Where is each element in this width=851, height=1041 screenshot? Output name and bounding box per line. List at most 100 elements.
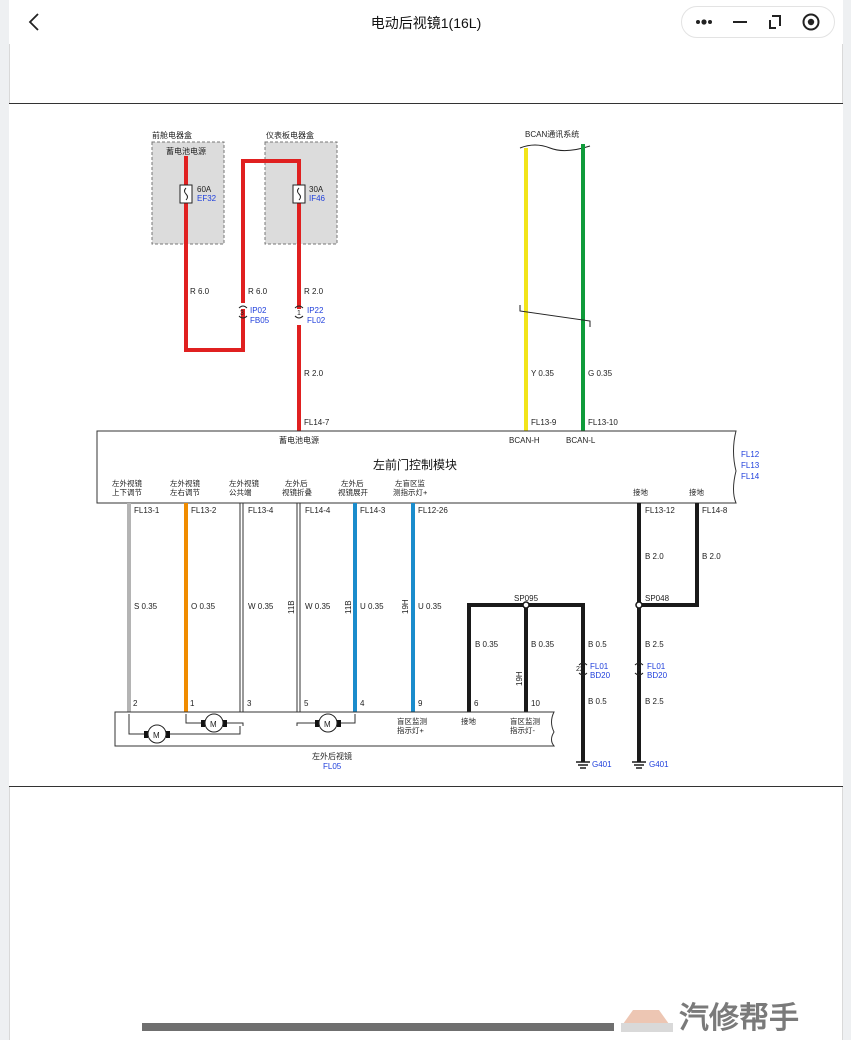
fuse-if46 <box>292 184 306 204</box>
restore-button[interactable] <box>758 7 794 37</box>
mirror-pin-5: 5 <box>304 699 309 708</box>
wiring-diagram: 前舱电器盒 蓄电池电源 仪表板电器盒 60A EF32 30A IF46 R 6… <box>96 129 760 771</box>
pin-fl13-9: FL13-9 <box>531 418 557 427</box>
mirror-in-bsd-minus-2: 指示灯- <box>510 725 535 735</box>
splice-sp048: SP048 <box>645 594 670 603</box>
motor-updown-wiring <box>128 714 145 735</box>
motor-leftright-return <box>226 722 244 726</box>
bcan-system-label: BCAN通讯系统 <box>525 129 579 139</box>
twisted-pair-mark <box>519 305 591 327</box>
fuse-ef32 <box>179 184 193 204</box>
module-title: 左前门控制模块 <box>373 457 457 472</box>
out-label-updown-1: 左外视镜 <box>112 478 142 488</box>
out-label-updown-2: 上下调节 <box>112 488 142 497</box>
fuse2-code: IF46 <box>309 194 326 203</box>
more-dots-icon <box>696 19 712 25</box>
out-label-ground-1: 接地 <box>633 487 648 497</box>
pin-fl13-4: FL13-4 <box>248 506 274 515</box>
ground-symbol-a <box>576 761 590 769</box>
wire-label-b20-a: B 2.0 <box>645 552 664 561</box>
mirror-code: FL05 <box>323 762 342 771</box>
out-label-leftright-1: 左外视镜 <box>170 478 200 488</box>
mirror-pin-2: 2 <box>133 699 138 708</box>
mirror-name: 左外后视镜 <box>312 751 352 761</box>
mirror-in-bsd-plus-1: 盲区监测 <box>397 716 427 726</box>
mirror-pin-4: 4 <box>360 699 365 708</box>
connector-ip22-pin: 1 <box>297 310 301 317</box>
wire-label-b035-a: B 0.35 <box>475 640 499 649</box>
mirror-in-bsd-minus-1: 盲区监测 <box>510 716 540 726</box>
pin-fl13-1: FL13-1 <box>134 506 160 515</box>
horizontal-scrollbar[interactable] <box>142 1023 614 1031</box>
splice-sp048-dot <box>635 601 643 609</box>
back-button[interactable] <box>23 10 47 34</box>
connector-fl01-a-pin: 22 <box>576 666 584 673</box>
wire-label-u035-a: U 0.35 <box>360 602 384 611</box>
capsule-menu <box>681 6 835 38</box>
out-label-fold-2: 视镜折叠 <box>282 487 312 497</box>
wire-label-w035-a: W 0.35 <box>248 602 274 611</box>
front-box-sub: 蓄电池电源 <box>166 146 206 156</box>
ground-g401-a: G401 <box>592 760 612 769</box>
motor-leftright <box>201 713 227 733</box>
pin-fl14-3: FL14-3 <box>360 506 386 515</box>
close-button[interactable] <box>794 7 830 37</box>
connector-fl01-a-mark <box>578 662 588 676</box>
panel-box-name: 仪表板电器盒 <box>266 130 314 140</box>
fuse1-amp: 60A <box>197 185 212 194</box>
target-close-icon <box>802 13 820 31</box>
out-label-leftright-2: 左右调节 <box>170 487 200 497</box>
out-label-unfold-2: 视镜展开 <box>338 487 368 497</box>
fuse2-amp: 30A <box>309 185 324 194</box>
connector-ip02-pin: 3 <box>240 310 244 317</box>
twist-19h-1: 19H <box>401 599 410 614</box>
out-label-ground-2: 接地 <box>689 487 704 497</box>
minimize-button[interactable] <box>722 7 758 37</box>
battery-power-wire <box>184 156 301 431</box>
module-input-bcan-h: BCAN-H <box>509 436 540 445</box>
pin-fl13-2: FL13-2 <box>191 506 217 515</box>
wire-label-g035: G 0.35 <box>588 369 613 378</box>
more-button[interactable] <box>686 7 722 37</box>
module-input-bcan-l: BCAN-L <box>566 436 596 445</box>
wire-label-r60-b: R 6.0 <box>248 287 268 296</box>
twist-11b-2: 11B <box>344 600 353 614</box>
out-label-common-1: 左外视镜 <box>229 478 259 488</box>
mirror-pin-10: 10 <box>531 699 540 708</box>
minimize-icon <box>733 21 747 23</box>
motor-updown <box>144 724 170 744</box>
fuse1-code: EF32 <box>197 194 217 203</box>
pin-fl14-8: FL14-8 <box>702 506 728 515</box>
wire-label-w035-b: W 0.35 <box>305 602 331 611</box>
mirror-pin-6: 6 <box>474 699 479 708</box>
module-conn-fl13: FL13 <box>741 461 760 470</box>
motor-updown-label: M <box>153 731 160 740</box>
out-label-bsd-2: 测指示灯+ <box>393 487 428 497</box>
mirror-pin-1: 1 <box>190 699 195 708</box>
wire-label-r20-a: R 2.0 <box>304 287 324 296</box>
twist-19h-2: 19H <box>515 671 524 686</box>
wire-ground-fl14-8 <box>639 503 699 607</box>
motor-leftright-wiring <box>185 714 202 724</box>
front-box-name: 前舱电器盒 <box>152 130 192 140</box>
wire-label-r60-a: R 6.0 <box>190 287 210 296</box>
diagram-sheet: 前舱电器盒 蓄电池电源 仪表板电器盒 60A EF32 30A IF46 R 6… <box>9 103 843 787</box>
ground-symbol-b <box>632 761 646 769</box>
ground-g401-b: G401 <box>649 760 669 769</box>
out-label-bsd-1: 左盲区监 <box>395 478 425 488</box>
twist-11b-1: 11B <box>287 600 296 614</box>
connector-fl02: FL02 <box>307 316 326 325</box>
splice-sp095: SP095 <box>514 594 539 603</box>
motor-fold <box>315 713 341 733</box>
connector-ip02: IP02 <box>250 306 267 315</box>
watermark-text: 汽修帮手 <box>679 1001 799 1036</box>
bcan-break-mark <box>519 144 591 152</box>
car-logo-icon: 汽修帮手 <box>621 1001 799 1036</box>
connector-bd20-a: BD20 <box>590 671 611 680</box>
motor-updown-return <box>169 726 241 735</box>
mirror-in-ground: 接地 <box>461 716 476 726</box>
wire-label-y035: Y 0.35 <box>531 369 555 378</box>
mirror-in-bsd-plus-2: 指示灯+ <box>397 725 424 735</box>
wire-label-b05-b: B 0.5 <box>588 697 607 706</box>
watermark: 汽修帮手 <box>617 994 847 1036</box>
